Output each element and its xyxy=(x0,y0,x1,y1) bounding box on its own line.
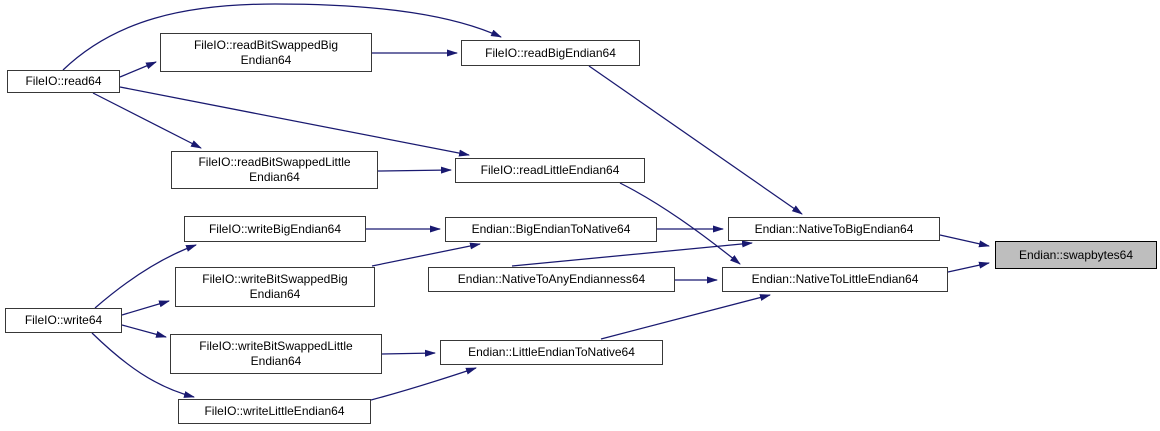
node-label: FileIO::writeBitSwappedBig xyxy=(202,272,348,286)
node-label: FileIO::readLittleEndian64 xyxy=(480,163,620,177)
node-read64[interactable]: FileIO::read64 xyxy=(7,70,120,93)
node-label: Endian::swapbytes64 xyxy=(1018,247,1134,262)
edge-readBitSwappedLittleEndian64-to-readLittleEndian64 xyxy=(377,166,452,174)
node-writeBigEndian64[interactable]: FileIO::writeBigEndian64 xyxy=(184,216,366,242)
node-NativeToLittleEndian64[interactable]: Endian::NativeToLittleEndian64 xyxy=(722,267,948,292)
node-swapbytes64: Endian::swapbytes64 xyxy=(995,241,1157,269)
edge-read64-to-readLittleEndian64 xyxy=(119,86,470,157)
node-LittleEndianToNative64[interactable]: Endian::LittleEndianToNative64 xyxy=(440,340,663,365)
node-NativeToBigEndian64[interactable]: Endian::NativeToBigEndian64 xyxy=(728,217,940,241)
edge-writeLittleEndian64-to-LittleEndianToNative64 xyxy=(370,367,477,401)
edge-writeBitSwappedBigEndian64-to-BigEndianToNative64 xyxy=(371,242,481,267)
edge-write64-to-writeBitSwappedLittleEndian64 xyxy=(121,324,167,338)
node-writeLittleEndian64[interactable]: FileIO::writeLittleEndian64 xyxy=(178,399,371,424)
edge-readBigEndian64-to-NativeToBigEndian64 xyxy=(588,65,803,215)
node-label: Endian::NativeToAnyEndianness64 xyxy=(457,272,646,286)
node-NativeToAnyEndianness64[interactable]: Endian::NativeToAnyEndianness64 xyxy=(428,267,675,292)
node-label: FileIO::write64 xyxy=(24,313,103,327)
node-label: FileIO::readBitSwappedLittle xyxy=(198,155,351,169)
node-label: Endian::NativeToBigEndian64 xyxy=(754,221,914,236)
node-write64[interactable]: FileIO::write64 xyxy=(5,308,122,333)
node-label: Endian64 xyxy=(250,354,302,368)
node-label: FileIO::writeLittleEndian64 xyxy=(204,404,345,418)
edge-read64-to-readBitSwappedBigEndian64 xyxy=(119,61,157,78)
node-label: Endian64 xyxy=(249,170,300,184)
node-readBigEndian64[interactable]: FileIO::readBigEndian64 xyxy=(461,40,640,66)
node-label: FileIO::read64 xyxy=(25,74,102,88)
edge-read64-to-readBigEndian64 xyxy=(62,3,502,71)
edge-LittleEndianToNative64-to-NativeToLittleEndian64 xyxy=(600,294,771,340)
node-label: Endian::NativeToLittleEndian64 xyxy=(751,272,919,286)
edge-NativeToBigEndian64-to-swapbytes64 xyxy=(939,234,990,248)
edge-writeBitSwappedLittleEndian64-to-LittleEndianToNative64 xyxy=(381,349,436,357)
edge-NativeToLittleEndian64-to-swapbytes64 xyxy=(947,261,990,273)
node-label: FileIO::writeBigEndian64 xyxy=(208,221,342,236)
edge-write64-to-writeBigEndian64 xyxy=(94,244,197,309)
node-label: FileIO::readBitSwappedBig xyxy=(193,37,339,52)
node-label: FileIO::readBigEndian64 xyxy=(485,45,616,60)
node-label: Endian64 xyxy=(240,52,292,67)
node-label: Endian64 xyxy=(249,287,301,301)
node-label: Endian::LittleEndianToNative64 xyxy=(468,345,635,359)
edge-write64-to-writeBitSwappedBigEndian64 xyxy=(121,300,170,316)
node-label: FileIO::writeBitSwappedLittle xyxy=(199,339,353,353)
edge-readLittleEndian64-to-NativeToLittleEndian64 xyxy=(619,182,741,265)
edge-NativeToAnyEndianness64-to-NativeToBigEndian64 xyxy=(511,240,753,267)
node-label: Endian::BigEndianToNative64 xyxy=(471,222,631,236)
edge-read64-to-readBitSwappedLittleEndian64 xyxy=(92,92,202,149)
node-readLittleEndian64[interactable]: FileIO::readLittleEndian64 xyxy=(455,158,645,183)
edge-write64-to-writeLittleEndian64 xyxy=(91,332,195,398)
node-BigEndianToNative64[interactable]: Endian::BigEndianToNative64 xyxy=(445,217,657,242)
